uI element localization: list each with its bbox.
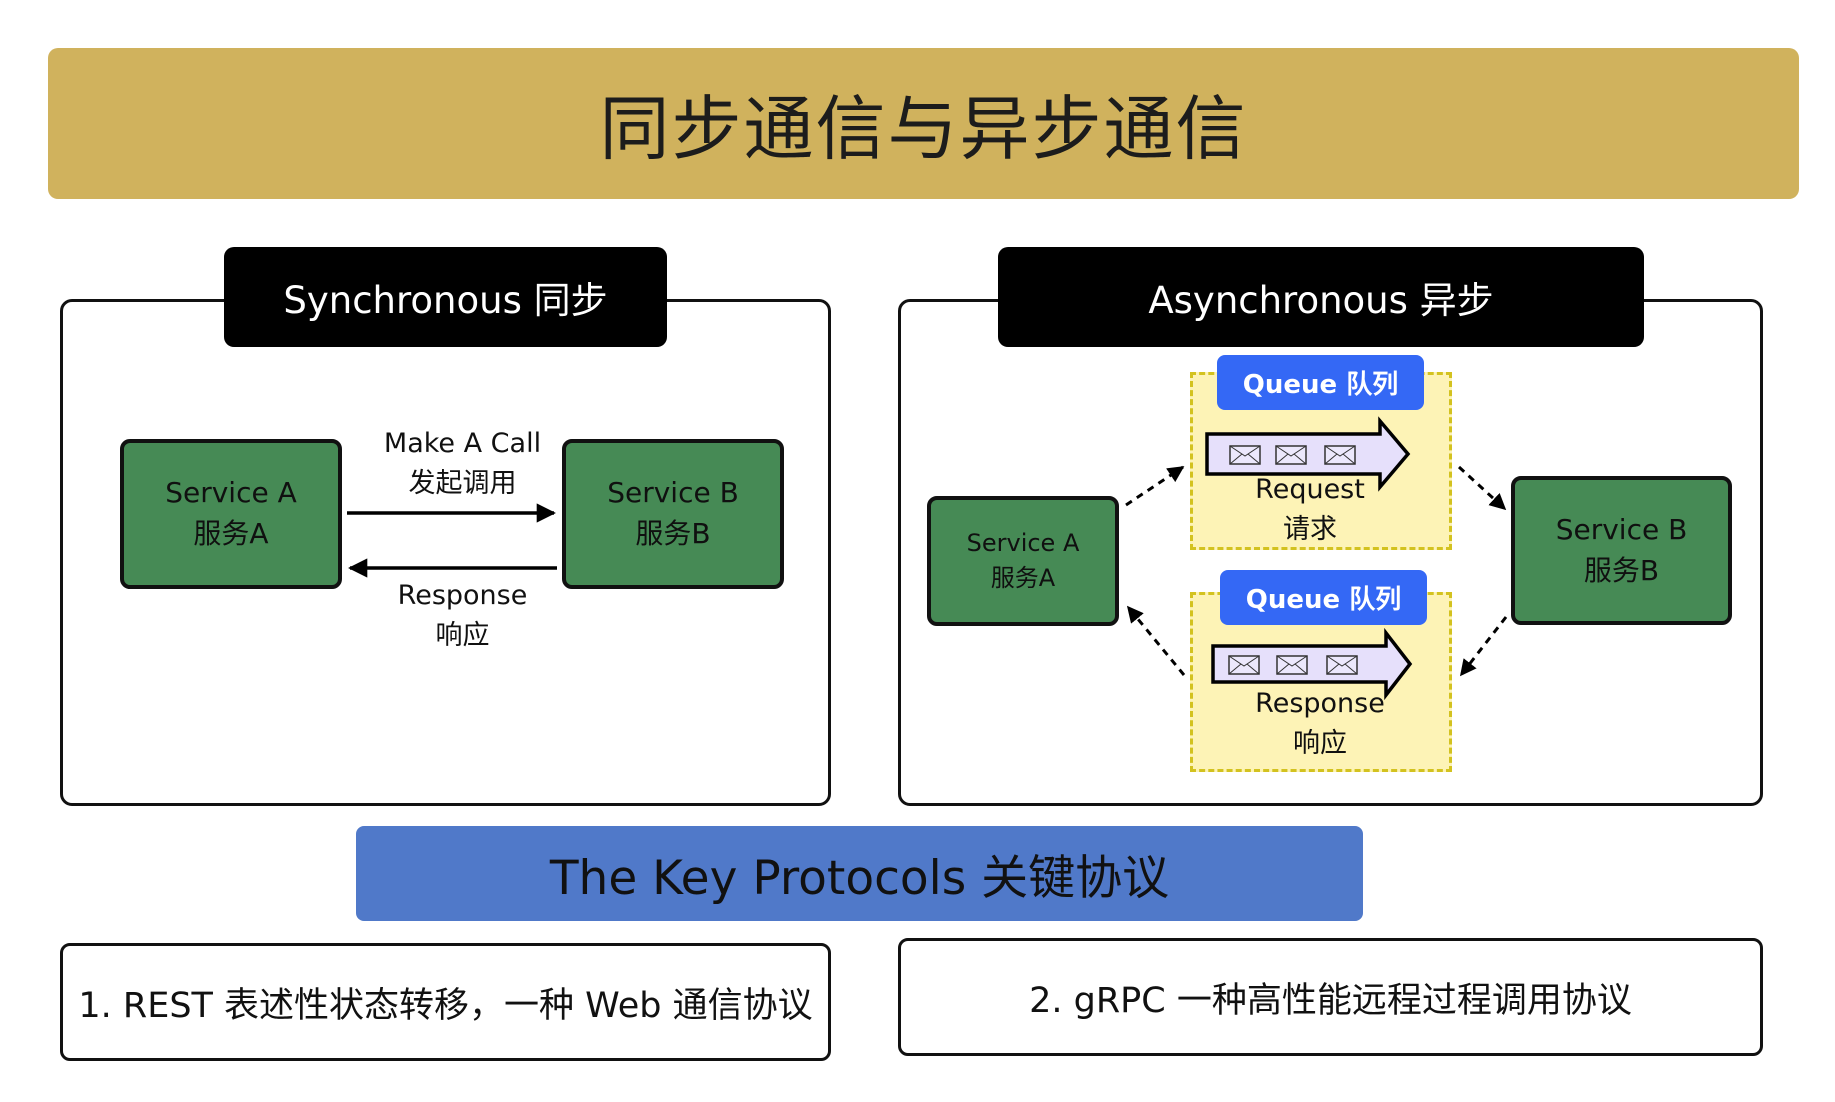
sync-service-a-zh: 服务A bbox=[193, 517, 269, 550]
queue-pill-response: Queue 队列 bbox=[1220, 570, 1427, 625]
sync-service-b-zh: 服务B bbox=[635, 517, 711, 550]
protocols-title: The Key Protocols 关键协议 bbox=[356, 826, 1363, 921]
sync-response-zh: 响应 bbox=[435, 620, 490, 651]
envelope-icon bbox=[1324, 445, 1356, 465]
sync-call-zh: 发起调用 bbox=[408, 468, 517, 499]
protocol-rest-text: 1. REST 表述性状态转移，一种 Web 通信协议 bbox=[78, 985, 813, 1026]
response-block-arrow-icon bbox=[1211, 627, 1413, 701]
envelope-icon bbox=[1275, 445, 1307, 465]
sync-service-a-en: Service A bbox=[165, 476, 297, 510]
protocol-grpc-box: 2. gRPC 一种高性能远程过程调用协议 bbox=[898, 938, 1763, 1056]
title-bar: 同步通信与异步通信 bbox=[48, 48, 1799, 199]
sync-response-en: Response bbox=[397, 579, 528, 611]
envelope-icon bbox=[1228, 655, 1260, 675]
async-service-a-en: Service A bbox=[966, 529, 1080, 558]
queue-response-zh: 响应 bbox=[1293, 728, 1347, 759]
async-panel-label: Asynchronous 异步 bbox=[998, 247, 1644, 347]
request-block-arrow-icon bbox=[1205, 416, 1411, 492]
envelope-icon bbox=[1229, 445, 1261, 465]
async-queue-to-a-arrow-icon bbox=[1126, 605, 1186, 676]
queue-response-en: Response bbox=[1255, 687, 1385, 719]
async-service-a-zh: 服务A bbox=[990, 564, 1056, 592]
sync-service-b: Service B 服务B bbox=[562, 439, 784, 589]
page-title: 同步通信与异步通信 bbox=[599, 88, 1248, 170]
queue-response-caption: Response 响应 bbox=[1210, 684, 1430, 764]
async-queue-to-b-arrow-icon bbox=[1457, 465, 1507, 511]
sync-call-en: Make A Call bbox=[383, 427, 542, 459]
async-service-b: Service B 服务B bbox=[1511, 476, 1732, 625]
async-service-b-en: Service B bbox=[1555, 512, 1688, 546]
queue-pill-request: Queue 队列 bbox=[1217, 355, 1424, 410]
queue-request-en: Request bbox=[1255, 473, 1365, 505]
async-a-to-queue-arrow-icon bbox=[1125, 465, 1185, 507]
protocol-rest-box: 1. REST 表述性状态转移，一种 Web 通信协议 bbox=[60, 943, 831, 1061]
sync-call-caption: Make A Call 发起调用 bbox=[355, 422, 570, 506]
queue-request-caption: Request 请求 bbox=[1200, 470, 1420, 550]
queue-request-zh: 请求 bbox=[1283, 514, 1337, 545]
async-service-b-zh: 服务B bbox=[1583, 553, 1660, 587]
envelope-icon bbox=[1326, 655, 1358, 675]
envelope-icon bbox=[1276, 655, 1308, 675]
sync-panel-label: Synchronous 同步 bbox=[224, 247, 667, 347]
sync-response-caption: Response 响应 bbox=[355, 574, 570, 658]
async-b-to-queue-arrow-icon bbox=[1459, 616, 1508, 677]
sync-service-b-en: Service B bbox=[607, 476, 739, 510]
protocol-grpc-text: 2. gRPC 一种高性能远程过程调用协议 bbox=[1029, 980, 1632, 1021]
sync-service-a: Service A 服务A bbox=[120, 439, 342, 589]
async-service-a: Service A 服务A bbox=[927, 496, 1119, 626]
